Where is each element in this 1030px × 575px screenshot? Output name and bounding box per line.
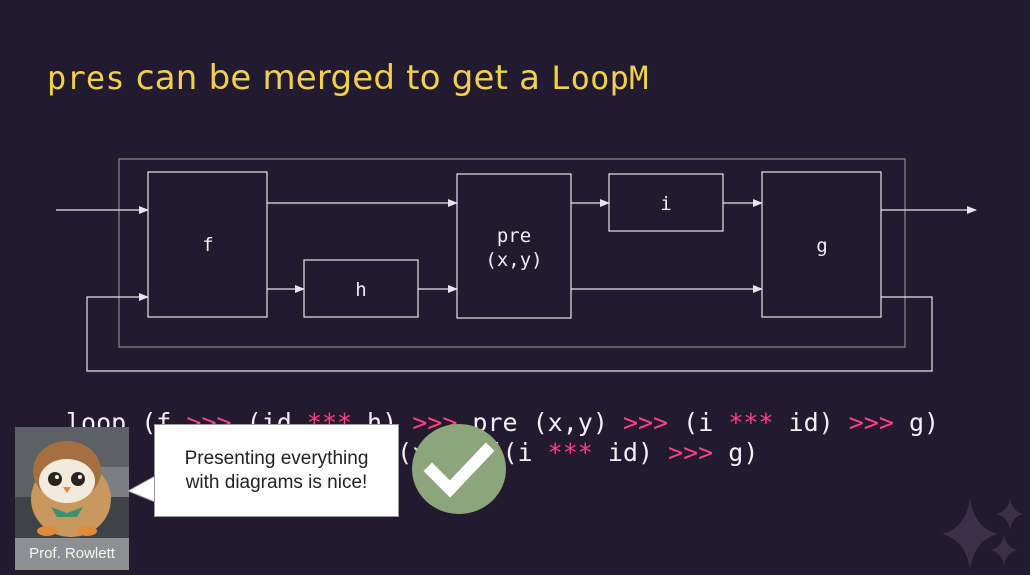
arrow-feedback	[86, 293, 933, 372]
check-circle-icon	[412, 424, 506, 514]
code-token: id)	[773, 408, 849, 437]
box-f-label: f	[202, 234, 213, 256]
bubble-line-1: Presenting everything	[184, 448, 369, 469]
box-pre-label-1: pre	[497, 225, 531, 247]
code-operator: ***	[728, 408, 774, 437]
box-pre-label-2: (x,y)	[485, 249, 542, 271]
bubble-line-2: with diagrams is nice!	[185, 472, 368, 493]
title-code-pres: pres	[47, 59, 125, 97]
code-operator: >>>	[848, 408, 894, 437]
code-token: pre (x,y)	[457, 408, 623, 437]
speaker-caption: Prof. Rowlett	[15, 538, 129, 570]
loop-boundary	[118, 158, 906, 348]
code-token: g)	[713, 438, 759, 467]
speech-bubble: Presenting everything with diagrams is n…	[154, 424, 399, 517]
code-token: g)	[893, 408, 940, 437]
sparkle-icon	[942, 498, 1024, 570]
code-operator: >>>	[622, 408, 669, 437]
box-g-label: g	[816, 235, 827, 257]
speaker-avatar: Prof. Rowlett	[15, 427, 129, 570]
code-token: (i	[668, 408, 729, 437]
box-pre	[456, 173, 572, 319]
box-f	[147, 171, 268, 318]
code-operator: ***	[547, 438, 593, 467]
title-code-loopm: LoopM	[551, 59, 649, 97]
code-token: id)	[592, 438, 669, 467]
box-g	[761, 171, 882, 318]
slide-title: pres can be merged to get a LoopM	[47, 58, 649, 98]
box-i-label: i	[660, 193, 671, 215]
box-h-label: h	[355, 279, 366, 301]
code-operator: >>>	[668, 438, 714, 467]
owl-plush-image	[15, 427, 129, 538]
title-text: can be merged to get a	[124, 58, 552, 98]
